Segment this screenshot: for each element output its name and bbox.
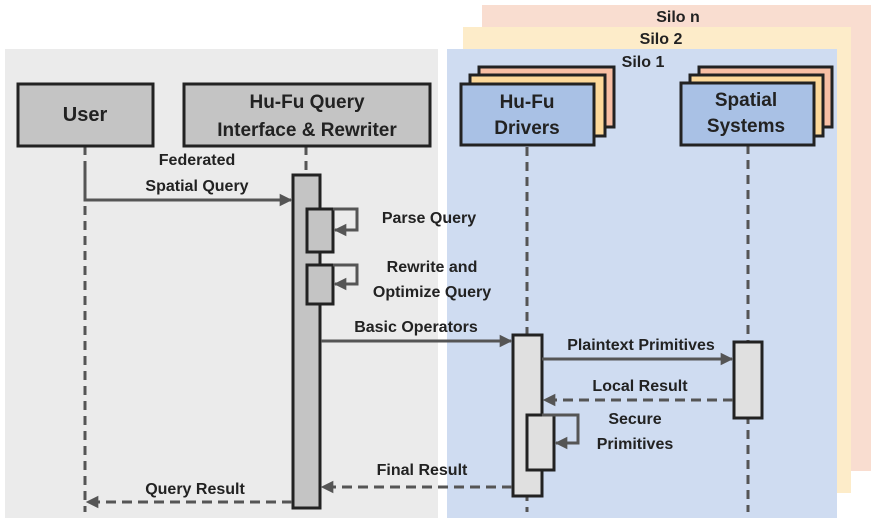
parse-activation <box>305 207 335 254</box>
user-label: User <box>63 104 108 126</box>
interface-label-line2: Interface & Rewriter <box>217 120 397 141</box>
drivers-box <box>459 82 596 147</box>
participant-drivers: Hu-Fu Drivers <box>459 65 616 147</box>
query-result-label: Query Result <box>145 481 245 498</box>
secure-primitives-label-line1: Secure <box>608 411 661 428</box>
federated-query-arrow <box>83 162 293 207</box>
parse-query-label: Parse Query <box>382 210 476 227</box>
local-result-label: Local Result <box>592 378 688 395</box>
drivers-label-line2: Drivers <box>494 118 560 139</box>
secure-primitives-label-line2: Primitives <box>597 436 674 453</box>
silo-n-label: Silo n <box>656 9 700 26</box>
plaintext-primitives-label: Plaintext Primitives <box>567 337 715 354</box>
secure-primitives-loop <box>542 413 580 450</box>
silo-2-label: Silo 2 <box>640 31 683 48</box>
participant-interface: Hu-Fu Query Interface & Rewriter <box>182 82 432 148</box>
rewrite-loop <box>333 263 359 291</box>
secure-activation <box>525 413 556 472</box>
spatial-label-line2: Systems <box>707 116 785 137</box>
interface-label-line1: Hu-Fu Query <box>249 92 364 113</box>
silo-1-label: Silo 1 <box>622 54 665 71</box>
federated-query-label-line2: Spatial Query <box>145 178 248 195</box>
basic-operators-label: Basic Operators <box>354 319 478 336</box>
spatial-box <box>679 81 816 147</box>
federated-query-label-line1: Federated <box>159 152 235 169</box>
participant-spatial: Spatial Systems <box>679 65 834 147</box>
rewrite-activation <box>305 263 335 306</box>
rewrite-label-line2: Optimize Query <box>373 284 491 301</box>
spatial-label-line1: Spatial <box>715 90 777 111</box>
participant-user: User <box>16 82 155 148</box>
parse-query-loop <box>333 207 359 237</box>
drivers-label-line1: Hu-Fu <box>500 92 555 113</box>
rewrite-label-line1: Rewrite and <box>387 259 478 276</box>
final-result-label: Final Result <box>377 462 468 479</box>
spatial-activation <box>732 340 764 420</box>
